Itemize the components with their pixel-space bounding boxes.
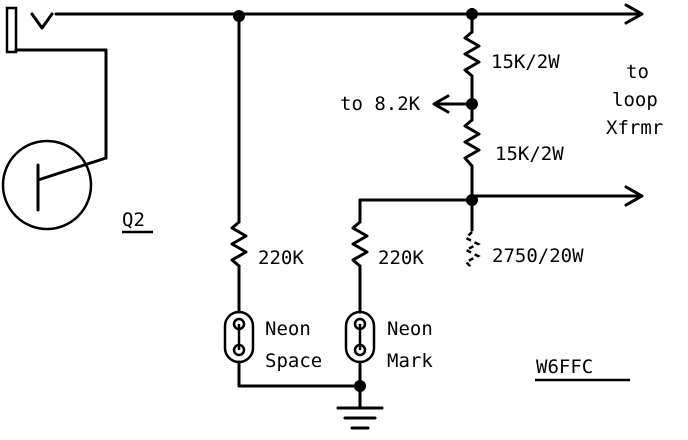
right-resistor-chain bbox=[463, 12, 481, 269]
mark-branch bbox=[344, 198, 474, 410]
resistor-220k-space bbox=[230, 220, 248, 268]
transistor-label: Q2 bbox=[122, 209, 145, 231]
tap-arrow bbox=[432, 94, 474, 114]
jack-symbol bbox=[5, 6, 108, 160]
resistor-220k-mark bbox=[351, 220, 369, 268]
resistor-15k-mid-label: 15K/2W bbox=[495, 143, 564, 165]
resistor-15k-top-label: 15K/2W bbox=[491, 51, 560, 73]
resistor-15k-mid bbox=[463, 118, 481, 168]
tap-label: to 8.2K bbox=[340, 93, 421, 115]
transistor-symbol bbox=[1, 139, 108, 231]
ground-icon bbox=[336, 406, 384, 430]
resistor-dashed-label: 2750/20W bbox=[492, 245, 584, 267]
resistor-space-label: 220K bbox=[258, 247, 304, 269]
resistor-mark-label: 220K bbox=[378, 247, 424, 269]
top-bus bbox=[54, 3, 644, 25]
neon-mark-label-line1: Neon bbox=[387, 318, 433, 340]
output-label-line3: Xfrmr bbox=[606, 117, 663, 139]
neon-space-label-line1: Neon bbox=[265, 318, 311, 340]
neon-mark-label-line2: Mark bbox=[387, 350, 433, 372]
output-label-line1: to bbox=[626, 61, 649, 83]
lower-output-line bbox=[470, 185, 644, 207]
neon-lamp-space bbox=[223, 310, 255, 364]
resistor-2750-dashed bbox=[463, 231, 481, 269]
callsign-label: W6FFC bbox=[536, 356, 593, 378]
neon-lamp-mark bbox=[344, 310, 376, 364]
neon-space-label-line2: Space bbox=[265, 350, 322, 372]
space-branch bbox=[223, 14, 362, 388]
resistor-15k-top bbox=[463, 30, 481, 78]
output-label-line2: loop bbox=[612, 89, 658, 111]
